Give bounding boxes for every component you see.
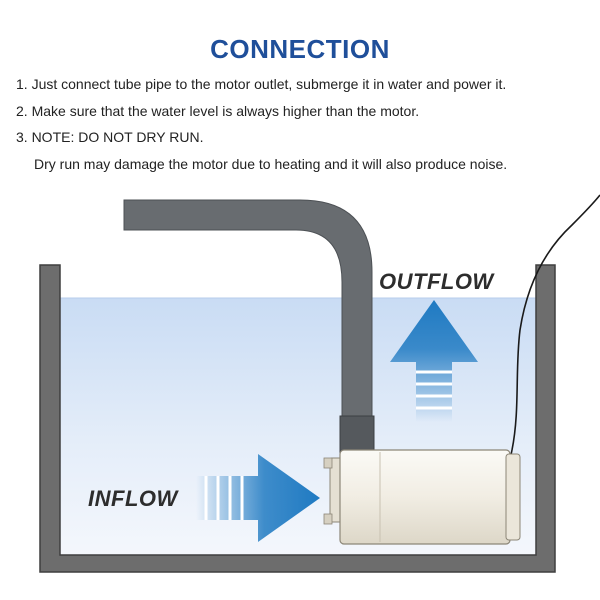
- instruction-1: 1. Just connect tube pipe to the motor o…: [16, 76, 507, 92]
- pump-intake-tab-bottom: [323, 513, 333, 525]
- tank-wall: [39, 264, 556, 573]
- inflow-label: INFLOW: [88, 486, 178, 511]
- outflow-arrow: [390, 300, 478, 422]
- inflow-arrow: [196, 454, 320, 542]
- pump-body: [339, 449, 511, 545]
- page-title: CONNECTION: [210, 34, 390, 64]
- instruction-note: Dry run may damage the motor due to heat…: [34, 156, 508, 172]
- instruction-2: 2. Make sure that the water level is alw…: [16, 103, 420, 119]
- pump-intake-tab-top: [323, 457, 333, 469]
- pump: [323, 449, 521, 545]
- pump-end-cap: [505, 453, 521, 541]
- power-cable: [511, 194, 600, 451]
- instruction-3: 3. NOTE: DO NOT DRY RUN.: [16, 129, 204, 145]
- outflow-label: OUTFLOW: [379, 269, 494, 294]
- pipe-connector: [339, 415, 375, 455]
